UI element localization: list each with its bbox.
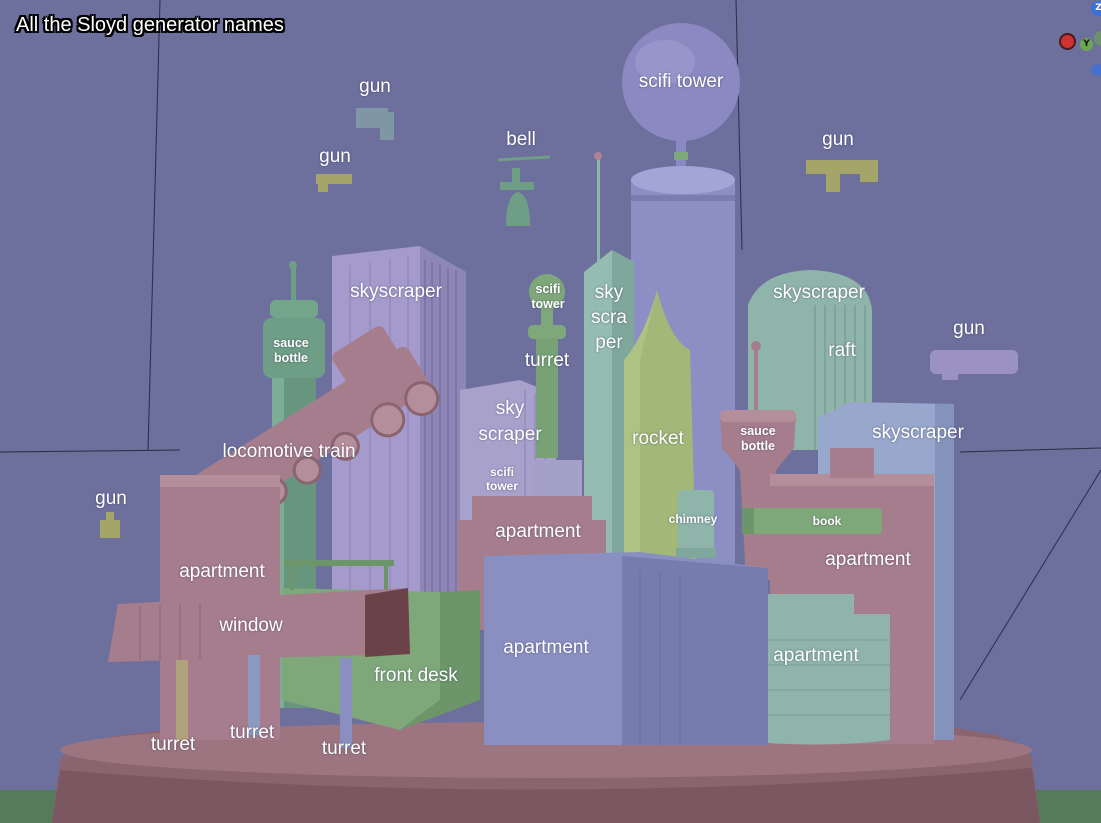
- label-sky-scraper-mid: sky scraper: [478, 398, 542, 445]
- viewport-grid-lines: [0, 0, 1101, 701]
- y-axis-icon[interactable]: Y: [1080, 38, 1093, 51]
- label-apartment-center-top: apartment: [495, 521, 581, 542]
- base-platform: [52, 722, 1040, 823]
- window-model: [108, 588, 410, 662]
- label-turret-3: turret: [321, 738, 367, 759]
- turret-models: [176, 655, 352, 748]
- book-model: [742, 508, 882, 534]
- label-turret-2: turret: [229, 722, 275, 743]
- sky-scra-per-model: [584, 152, 634, 560]
- label-skyscraper-right-top: skyscraper: [773, 282, 865, 303]
- label-gun-upper-left: gun: [319, 146, 351, 167]
- label-locomotive-train: locomotive train: [222, 441, 356, 462]
- sauce-bottle-right-model: [720, 341, 796, 580]
- y-axis-negative-icon[interactable]: [1094, 31, 1101, 46]
- rocket-model: [624, 290, 696, 560]
- chimney-model: [676, 490, 716, 558]
- label-gun-left: gun: [95, 488, 127, 509]
- label-apartment-left: apartment: [179, 561, 265, 582]
- label-sauce-bottle-right: sauce bottle: [740, 424, 776, 453]
- bell-model: [497, 155, 551, 226]
- label-gun-top: gun: [359, 76, 391, 97]
- label-chimney: chimney: [668, 512, 718, 526]
- label-scifi-tower-small: scifi tower: [531, 282, 565, 311]
- x-axis-icon[interactable]: [1059, 33, 1076, 50]
- apartment-center-model: [484, 552, 768, 745]
- label-turret-1: turret: [150, 734, 196, 755]
- label-sauce-bottle-left: sauce bottle: [273, 336, 309, 365]
- label-skyscraper-left: skyscraper: [350, 281, 442, 302]
- label-rocket: rocket: [632, 428, 684, 449]
- label-gun-right: gun: [953, 318, 985, 339]
- label-book: book: [812, 514, 842, 528]
- label-scifi-tower-tiny: scifi tower: [485, 465, 519, 493]
- z-axis-negative-icon[interactable]: [1091, 64, 1101, 76]
- overlay-title: All the Sloyd generator names: [16, 14, 284, 36]
- label-raft: raft: [828, 340, 856, 361]
- label-bell: bell: [506, 129, 536, 150]
- label-apartment-right: apartment: [825, 549, 911, 570]
- label-skyscraper-right: skyscraper: [872, 422, 964, 443]
- label-scifi-tower-main: scifi tower: [638, 71, 724, 92]
- label-apartment-right-low: apartment: [773, 645, 859, 666]
- label-window: window: [219, 615, 283, 636]
- z-axis-icon[interactable]: Z: [1091, 1, 1101, 16]
- gun-models: [100, 108, 1018, 538]
- axis-gizmo[interactable]: Z Y: [1056, 0, 1101, 85]
- label-gun-right-top: gun: [822, 129, 854, 150]
- label-sky-scra-per: sky scra per: [591, 282, 627, 353]
- label-front-desk: front desk: [374, 665, 458, 686]
- label-apartment-center: apartment: [503, 637, 589, 658]
- label-turret-mid: turret: [524, 350, 570, 371]
- scifi-tower-small-model: [528, 274, 566, 458]
